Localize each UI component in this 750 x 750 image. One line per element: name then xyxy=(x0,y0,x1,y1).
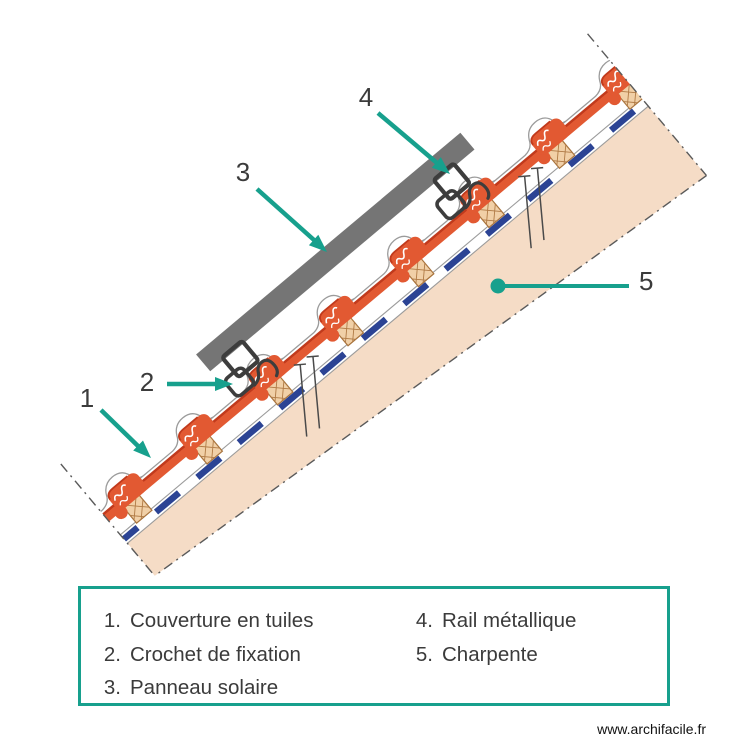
legend-item-number: 2. xyxy=(103,642,121,666)
legend-item-number: 5. xyxy=(415,642,433,666)
annotation-label-2: 2 xyxy=(140,367,154,397)
legend-item-2: 2. Crochet de fixation xyxy=(95,638,313,672)
membrane-dash-line xyxy=(121,99,647,542)
legend-item-label: Panneau solaire xyxy=(130,676,279,699)
arrowhead-icon xyxy=(308,234,327,252)
annotations: 1 2 3 4 5 xyxy=(80,82,653,458)
solar-panel xyxy=(196,132,475,372)
annotation-label-1: 1 xyxy=(80,383,94,413)
site-credit: www.archifacile.fr xyxy=(597,721,706,737)
legend-item-number: 3. xyxy=(103,676,121,699)
legend-item-label: Crochet de fixation xyxy=(130,642,301,666)
legend-item-5: 5. Charpente xyxy=(407,638,576,672)
section-cut-lines xyxy=(60,33,708,577)
annotation-arrow-2 xyxy=(167,377,233,391)
legend-item-label: Couverture en tuiles xyxy=(130,609,314,632)
legend-item-number: 1. xyxy=(103,609,121,632)
cut-line-left xyxy=(60,463,156,577)
legend-item-number: 4. xyxy=(415,609,433,632)
annotation-arrow-3 xyxy=(255,187,327,252)
charpente-body xyxy=(127,105,707,576)
annotation-arrow-4 xyxy=(376,111,450,174)
annotation-arrow-1 xyxy=(99,408,151,458)
legend-item-label: Rail métallique xyxy=(442,609,577,632)
annotation-leader-5 xyxy=(490,278,629,294)
legend-column-right: 4. Rail métallique 5. Charpente xyxy=(407,604,577,672)
legend-item-4: 4. Rail métallique xyxy=(407,604,577,638)
annotation-label-3: 3 xyxy=(236,157,250,187)
arrowhead-icon xyxy=(431,157,450,174)
annotation-label-5: 5 xyxy=(639,266,653,296)
legend-box: 1. Couverture en tuiles 2. Crochet de fi… xyxy=(78,586,670,706)
legend-item-1: 1. Couverture en tuiles xyxy=(95,604,314,638)
legend-item-label: Charpente xyxy=(442,642,538,666)
legend-item-3: 3. Panneau solaire xyxy=(95,671,313,705)
arrowhead-icon xyxy=(133,440,151,458)
legend-column-left: 1. Couverture en tuiles 2. Crochet de fi… xyxy=(95,604,314,705)
cut-line-bottom xyxy=(154,174,707,577)
leader-dot-icon xyxy=(490,278,506,294)
arrowhead-icon xyxy=(215,377,233,391)
cut-line-right xyxy=(587,33,708,176)
underlay-membrane xyxy=(119,97,649,544)
annotation-label-4: 4 xyxy=(359,82,373,112)
